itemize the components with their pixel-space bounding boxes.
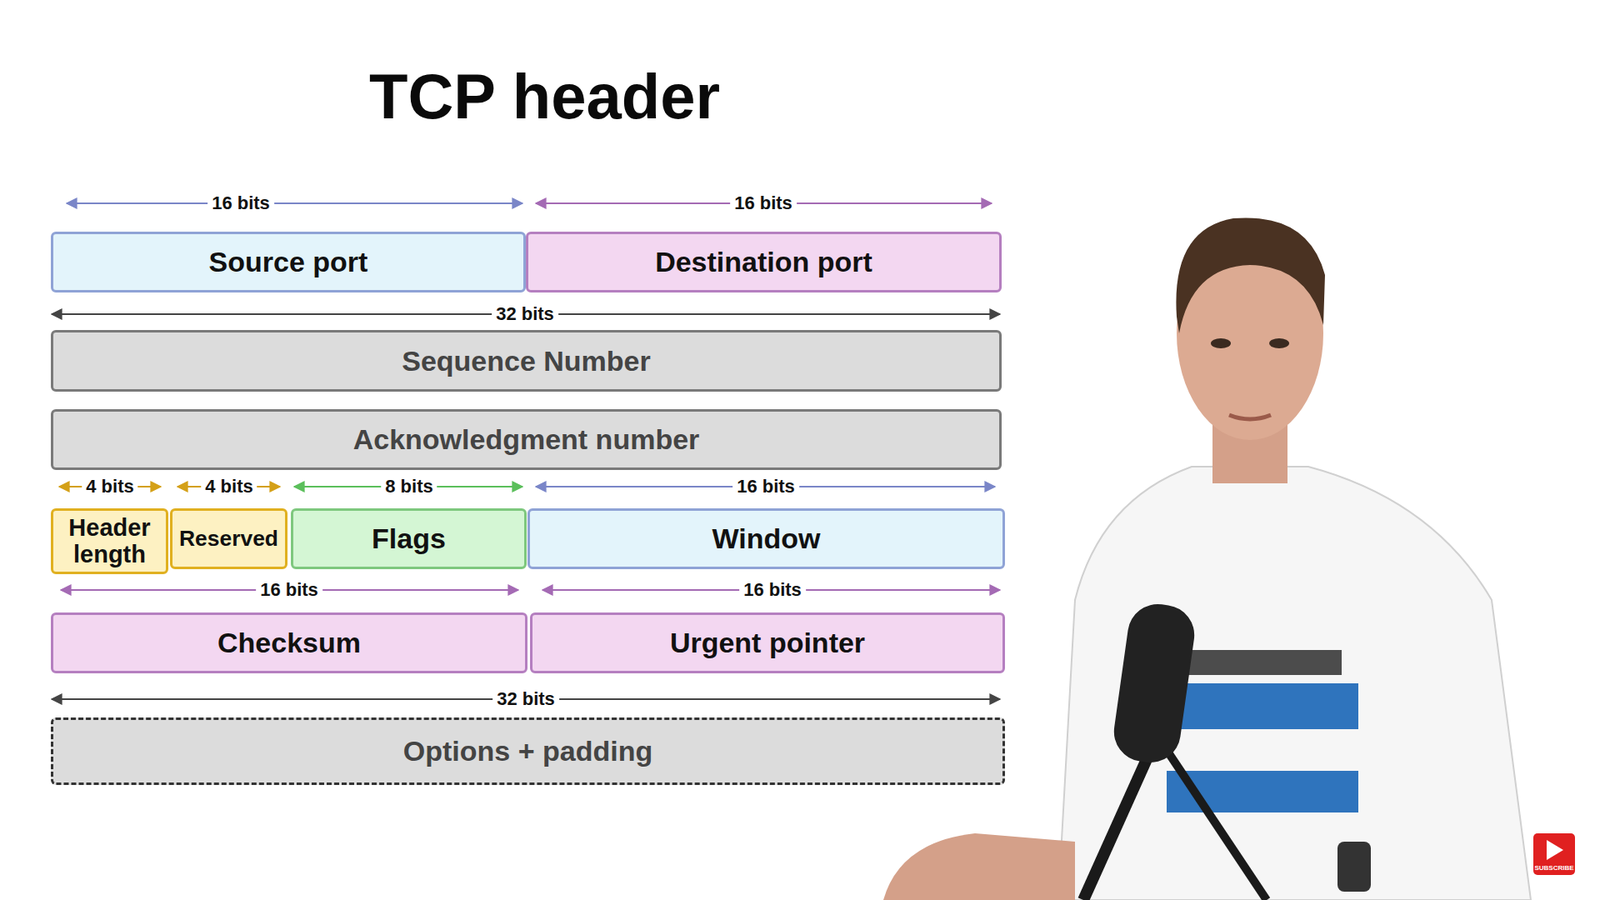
shirt-print	[1183, 650, 1342, 675]
subscribe-label: SUBSCRIBE	[1534, 865, 1574, 872]
dimension-arrow	[66, 202, 523, 205]
bit-width-label: 4 bits	[200, 476, 257, 497]
header-field: Source port	[50, 231, 526, 293]
bit-width-label: 4 bits	[81, 476, 138, 497]
header-field: Header length	[50, 508, 169, 575]
header-field: Reserved	[170, 508, 288, 570]
subscribe-icon	[1533, 833, 1575, 875]
bit-width-label: 32 bits	[492, 689, 560, 710]
header-field: Window	[527, 508, 1005, 570]
bit-width-label: 32 bits	[491, 304, 559, 325]
field-name: Checksum	[210, 626, 368, 659]
options-field: Options + padding	[50, 717, 1005, 785]
presenter-eye	[1210, 338, 1231, 349]
presenter-shirt	[1058, 466, 1531, 900]
presenter-eye	[1269, 338, 1290, 349]
field-name: Acknowledgment number	[346, 423, 707, 455]
header-field: Flags	[290, 508, 527, 570]
field-name: Header length	[53, 514, 166, 569]
bit-width-label: 16 bits	[207, 193, 275, 214]
shirt-print	[1166, 683, 1359, 730]
bit-width-label: 8 bits	[380, 476, 437, 497]
header-field: Acknowledgment number	[50, 409, 1002, 470]
microphone	[1110, 600, 1199, 766]
field-name: Reserved	[175, 526, 282, 552]
bit-width-label: 16 bits	[255, 580, 323, 600]
header-field: Checksum	[50, 612, 528, 674]
bit-width-label: 16 bits	[739, 580, 806, 600]
presenter-hair	[1175, 217, 1325, 334]
bit-width-label: 16 bits	[730, 193, 797, 214]
header-field: Sequence Number	[50, 330, 1002, 392]
field-name: Window	[705, 522, 828, 555]
field-name: Sequence Number	[395, 345, 658, 377]
field-name: Destination port	[648, 245, 880, 278]
field-name: Flags	[365, 522, 453, 555]
header-field: Urgent pointer	[530, 612, 1005, 674]
header-field: Destination port	[525, 231, 1002, 293]
presenter-arm	[883, 833, 1075, 900]
field-name: Source port	[202, 245, 375, 278]
field-name: Urgent pointer	[663, 626, 872, 659]
mic-arm	[1166, 750, 1267, 900]
presenter-mouth	[1229, 415, 1271, 420]
watch	[1337, 841, 1371, 892]
field-name: Options + padding	[396, 735, 660, 767]
diagram-title: TCP header	[369, 60, 720, 133]
bit-width-label: 16 bits	[732, 476, 800, 497]
subscribe-play	[1546, 840, 1564, 860]
